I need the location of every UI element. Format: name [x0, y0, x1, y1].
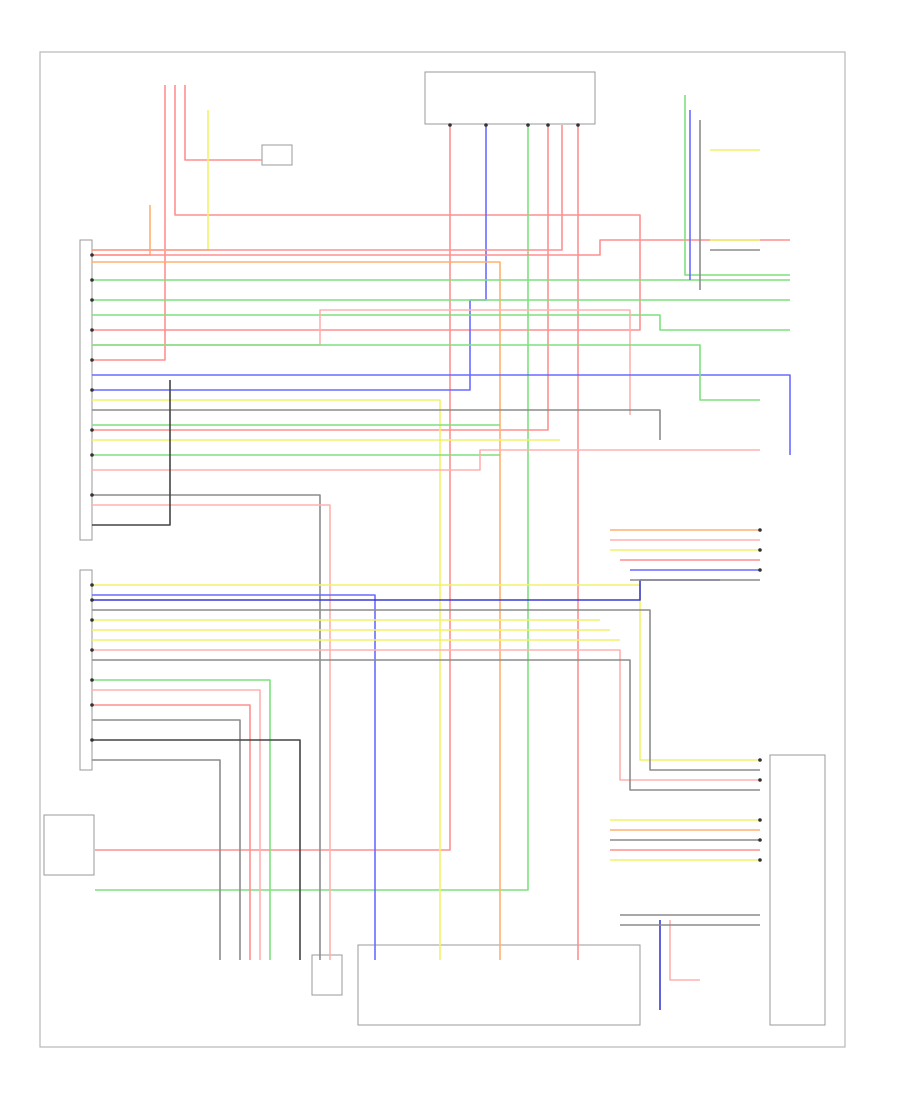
wire-blue-l2: [92, 594, 376, 960]
wire-green-fuse: [95, 125, 529, 891]
wire-orange-top: [92, 205, 151, 256]
wire-green-h17: [92, 344, 760, 401]
wire-red-top-2: [92, 85, 641, 331]
connector-pin-23: [758, 858, 762, 862]
connector-pin-28: [576, 123, 580, 127]
wire-red-top-3: [184, 85, 262, 161]
connector-pin-5: [90, 388, 94, 392]
wire-pink-l8: [92, 649, 760, 781]
wire-yellow-h8: [92, 399, 441, 960]
wire-pink-l11: [92, 689, 261, 960]
wire-red-fuse-2: [92, 125, 549, 431]
wire-black-l14: [92, 739, 301, 960]
wire-green-tr1: [684, 95, 790, 276]
connector-pin-14: [90, 703, 94, 707]
wire-pink-r13: [669, 920, 700, 981]
top-fuse-block: [424, 71, 596, 125]
wire-pink-h15: [92, 504, 331, 960]
wire-black-h16: [92, 380, 171, 526]
connector-pin-27: [546, 123, 550, 127]
connector-pin-26: [526, 123, 530, 127]
connector-pin-18: [758, 568, 762, 572]
connector-pin-25: [484, 123, 488, 127]
solenoid-valve-group: [357, 944, 641, 1026]
wire-gray-h9: [92, 409, 661, 440]
connector-pin-0: [90, 253, 94, 257]
connector-pin-4: [90, 358, 94, 362]
diagram-frame: [39, 51, 846, 1048]
connector-pin-8: [90, 493, 94, 497]
connector-pin-21: [758, 818, 762, 822]
junction-box-small: [261, 144, 293, 166]
wire-gray-l13: [92, 719, 241, 960]
connector-pin-11: [90, 618, 94, 622]
ground-connector: [311, 954, 343, 996]
wire-gray-l15: [92, 759, 221, 960]
ecu-connector-upper: [79, 239, 93, 541]
connector-pin-1: [90, 278, 94, 282]
connector-pin-13: [90, 678, 94, 682]
connector-pin-22: [758, 838, 762, 842]
connector-pin-24: [448, 123, 452, 127]
wire-orange-h2: [92, 261, 501, 960]
connector-pin-10: [90, 598, 94, 602]
wire-harness: [92, 85, 791, 1010]
connector-markers: [90, 123, 762, 862]
wire-red-top-1: [92, 85, 166, 361]
right-module-box: [769, 754, 826, 1026]
wire-gray-l9: [92, 659, 760, 791]
component-outlines: [43, 71, 826, 1026]
connector-pin-15: [90, 738, 94, 742]
connector-pin-20: [758, 778, 762, 782]
connector-pin-17: [758, 548, 762, 552]
wire-red-fuse-1: [95, 125, 451, 851]
connector-pin-16: [758, 528, 762, 532]
connector-pin-6: [90, 428, 94, 432]
wire-green-h5: [92, 314, 790, 331]
wire-pink-h13: [92, 449, 760, 471]
wire-red-h1: [92, 239, 790, 256]
connector-pin-2: [90, 298, 94, 302]
wire-green-l10: [92, 679, 271, 960]
connector-pin-19: [758, 758, 762, 762]
wire-blue-l3: [92, 579, 720, 601]
ecu-connector-lower: [79, 569, 93, 771]
wire-gray-h14: [92, 494, 321, 960]
wire-yellow-l1: [92, 584, 760, 761]
connector-pin-12: [90, 648, 94, 652]
wire-red-fuse-4: [92, 125, 563, 251]
connector-pin-7: [90, 453, 94, 457]
switch-box-left: [43, 814, 95, 876]
wire-gray-l4: [92, 609, 760, 771]
connector-pin-9: [90, 583, 94, 587]
wire-red-l12: [92, 704, 251, 960]
connector-pin-3: [90, 328, 94, 332]
wire-blue-h7: [92, 374, 791, 455]
